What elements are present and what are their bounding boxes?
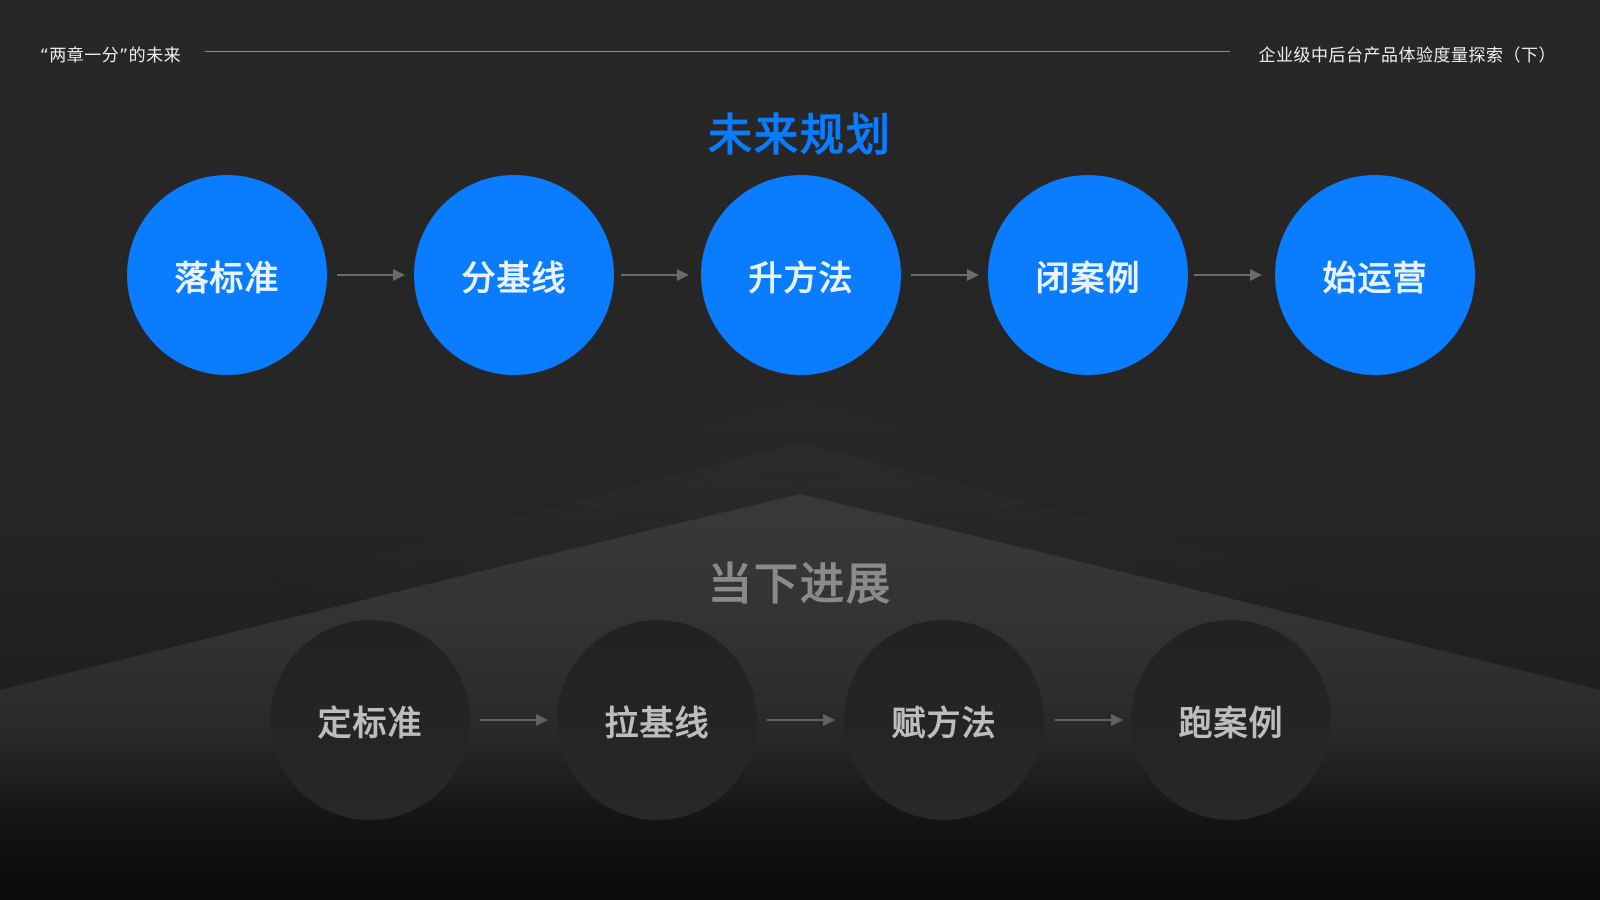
header-left-title: “两章一分”的未来 — [40, 46, 182, 66]
future-step-circle: 落标准 — [127, 175, 327, 375]
arrow-right-icon — [1055, 714, 1123, 726]
current-step-circle: 赋方法 — [844, 620, 1044, 820]
future-plan-title: 未来规划 — [708, 110, 892, 161]
current-step-circle: 跑案例 — [1131, 620, 1331, 820]
future-step-circle: 升方法 — [701, 175, 901, 375]
arrow-right-icon — [911, 269, 979, 281]
current-progress-title: 当下进展 — [708, 559, 892, 610]
future-step-circle: 分基线 — [414, 175, 614, 375]
arrow-right-icon — [480, 714, 548, 726]
current-step-circle: 拉基线 — [557, 620, 757, 820]
current-progress-steps: 定标准 拉基线 赋方法 跑案例 — [0, 620, 1600, 820]
header-divider — [205, 51, 1230, 52]
arrow-right-icon — [767, 714, 835, 726]
current-step-circle: 定标准 — [270, 620, 470, 820]
future-plan-steps: 落标准 分基线 升方法 闭案例 始运营 — [0, 175, 1600, 375]
future-step-circle: 始运营 — [1275, 175, 1475, 375]
arrow-right-icon — [1194, 269, 1262, 281]
arrow-right-icon — [621, 269, 689, 281]
header-right-title: 企业级中后台产品体验度量探索（下） — [1258, 46, 1556, 66]
future-step-circle: 闭案例 — [988, 175, 1188, 375]
arrow-right-icon — [337, 269, 405, 281]
